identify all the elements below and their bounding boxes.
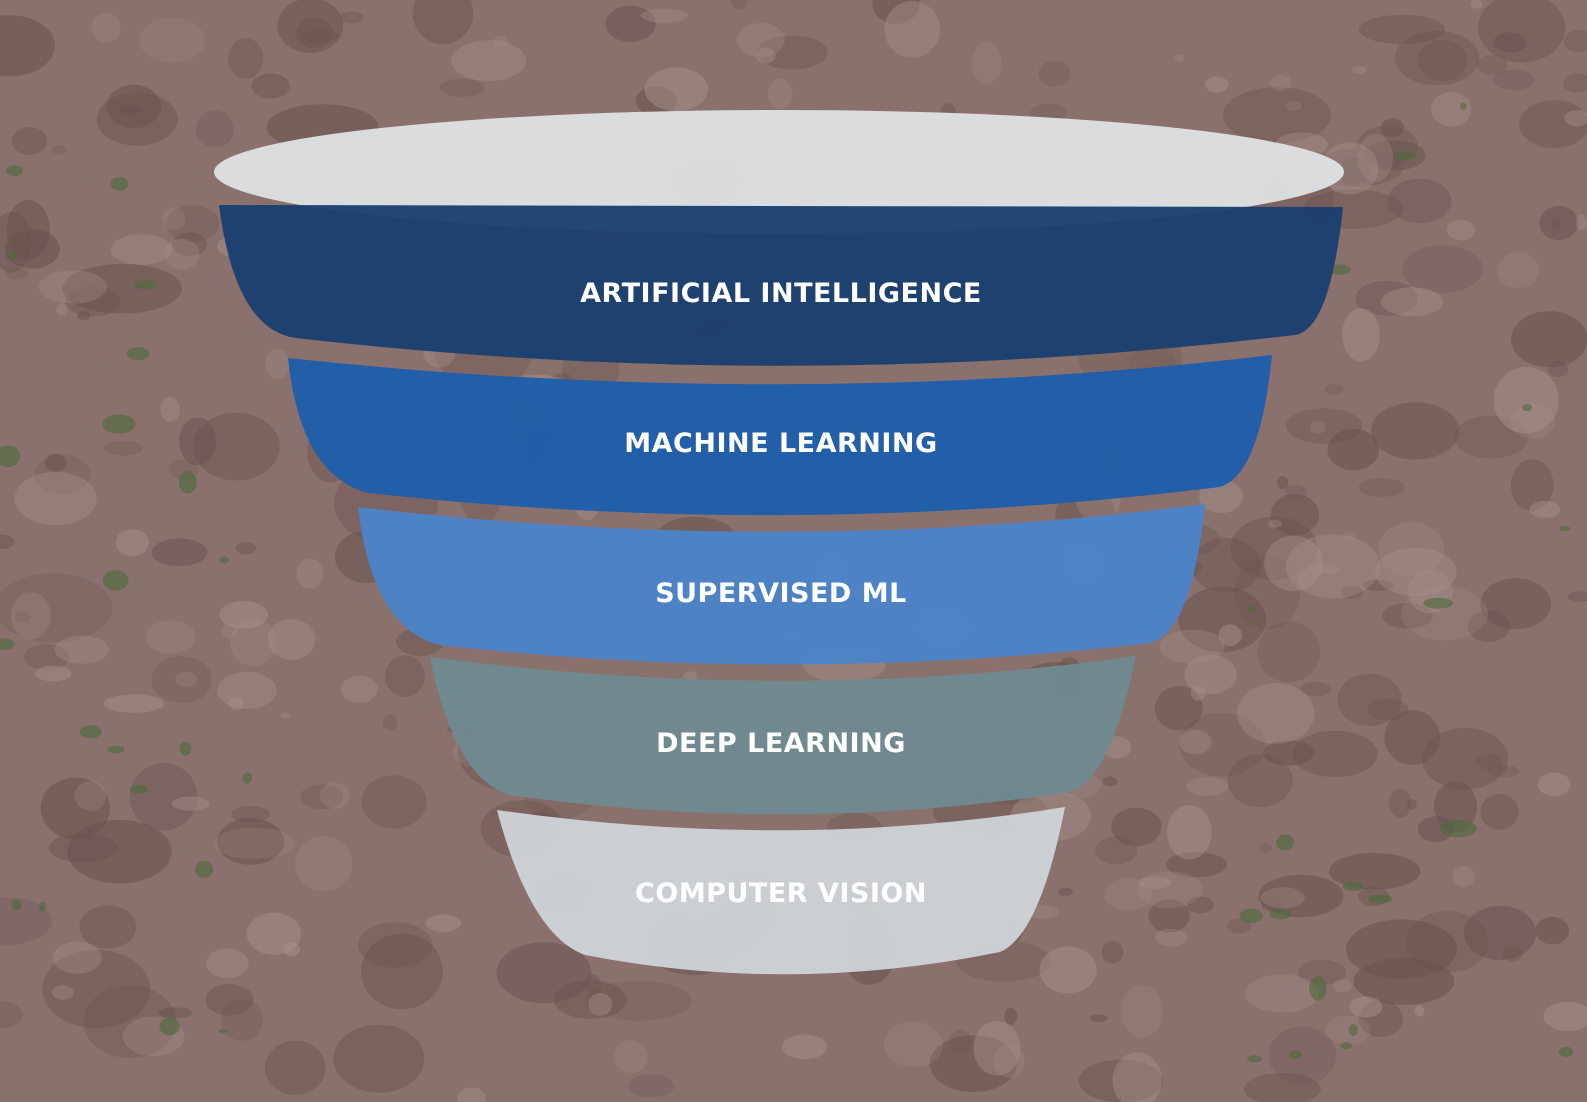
funnel-label: ARTIFICIAL INTELLIGENCE	[580, 278, 982, 309]
funnel-layer-artificial-intelligence: ARTIFICIAL INTELLIGENCE	[219, 205, 1343, 366]
funnel-label: DEEP LEARNING	[656, 728, 906, 759]
funnel-label: MACHINE LEARNING	[624, 428, 937, 459]
funnel-layer-machine-learning: MACHINE LEARNING	[288, 355, 1272, 515]
funnel-label: COMPUTER VISION	[635, 878, 927, 909]
funnel-layer-supervised-ml: SUPERVISED ML	[358, 504, 1205, 665]
funnel-layer-deep-learning: DEEP LEARNING	[430, 656, 1136, 814]
funnel-label: SUPERVISED ML	[655, 578, 907, 609]
funnel-layer-computer-vision: COMPUTER VISION	[497, 807, 1065, 974]
